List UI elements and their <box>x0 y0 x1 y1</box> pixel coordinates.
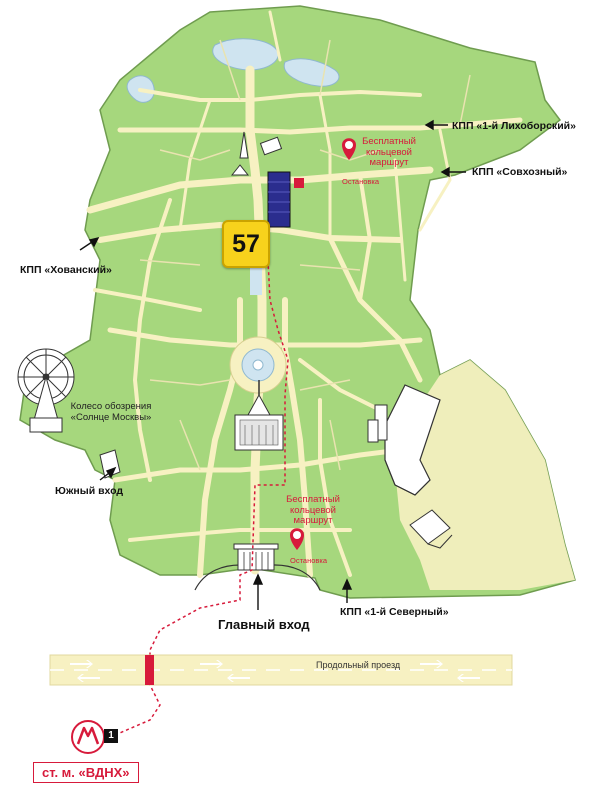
pond-north <box>212 38 279 71</box>
paths-thin <box>139 39 471 471</box>
south-entrance-building <box>99 449 121 479</box>
building-tower <box>367 404 388 443</box>
prodolny-road <box>49 654 513 686</box>
central-pavilion <box>234 380 284 451</box>
bus-stop-label-north: Остановка <box>342 177 380 186</box>
building-stairs <box>409 509 453 549</box>
free-route-line3: маршрут <box>369 157 409 168</box>
free-route-line2: кольцевой <box>366 146 412 158</box>
fountain-icon <box>229 336 287 394</box>
ferris-wheel-line2: «Солнце Москвы» <box>70 412 152 423</box>
arrow-icon <box>79 119 466 610</box>
south-entrance-label: Южный вход <box>55 485 124 497</box>
ferris-wheel-icon <box>17 348 75 433</box>
red-object <box>294 178 304 188</box>
checkpoint-sovkhozny: КПП «Совхозный» <box>472 166 568 178</box>
pavilion-57-building <box>267 171 291 228</box>
checkpoint-khovansky: КПП «Хованский» <box>20 264 112 276</box>
metro-station-label[interactable]: ст. м. «ВДНХ» <box>33 762 139 783</box>
monument-icon <box>230 131 250 176</box>
main-entrance-label: Главный вход <box>218 617 310 632</box>
ferris-wheel-line1: Колесо обозрения <box>70 401 152 412</box>
metro-line-badge: 1 <box>104 729 118 743</box>
ferris-wheel-label: Колесо обозрения «Солнце Москвы» <box>66 401 156 423</box>
free-route-label-north: Бесплатный кольцевой маршрут <box>358 136 420 169</box>
pavilion-marker[interactable]: 57 <box>222 220 270 268</box>
large-building-east <box>384 384 441 496</box>
metro-icon <box>71 720 105 754</box>
main-entrance-arch <box>194 543 321 591</box>
free-route-line1: Бесплатный <box>362 136 416 147</box>
checkpoint-likhoborsky: КПП «1-й Лихоборский» <box>452 120 576 132</box>
free-route-label-south: Бесплатный кольцевой маршрут <box>282 494 344 527</box>
checkpoint-severny: КПП «1-й Северный» <box>340 606 449 618</box>
free-route-line2-south: кольцевой <box>290 504 336 516</box>
bus-icon <box>290 138 356 550</box>
free-route-line1-south: Бесплатный <box>286 494 340 505</box>
free-route-line3-south: маршрут <box>293 515 333 526</box>
bus-stop-label-south: Остановка <box>290 556 328 565</box>
walking-route <box>114 230 289 736</box>
small-building-north <box>259 136 283 156</box>
road-label: Продольный проезд <box>316 660 401 670</box>
